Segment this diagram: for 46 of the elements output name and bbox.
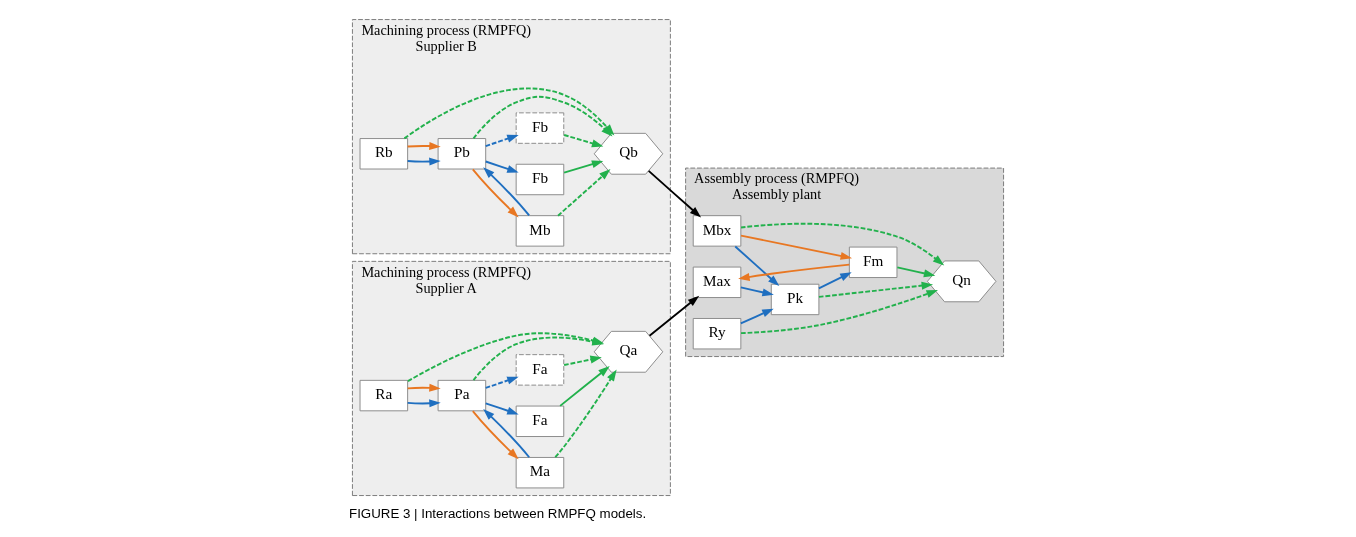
arrow [648,295,700,337]
arrow [406,399,441,408]
node-box: Mb [515,215,565,247]
node-box: Ra [359,379,409,412]
arrow [483,409,531,459]
node-box: Fb [515,112,565,144]
arrow [818,281,934,298]
arrow [554,369,617,459]
arrow [471,168,519,218]
arrow [471,410,519,460]
arrow [896,266,936,278]
arrow [406,142,441,150]
node-box: Fb [515,163,565,196]
node-box: Pk [770,283,820,316]
node-box: Mbx [692,215,742,247]
node-box: Ry [692,318,742,350]
node-box: Fa [515,354,565,386]
arrow [563,134,604,148]
arrow [563,355,602,366]
arrow [483,167,531,217]
arrow [484,402,519,415]
node-box: Ma [515,457,565,489]
arrow [559,366,610,407]
arrow [739,308,774,325]
arrow [734,245,780,287]
arrow [740,290,938,335]
arrow [740,234,853,260]
arrow [406,383,441,392]
arrow [739,286,774,297]
arrow [563,160,604,174]
node-box: Max [692,266,742,298]
node-box: Pa [437,379,487,412]
arrow [484,160,519,173]
arrow [740,222,945,266]
node-box: Fm [848,246,898,278]
arrow [738,263,851,281]
caption: FIGURE 3 | Interactions between RMPFQ models. [349,505,647,521]
node-box: Pb [437,138,487,170]
arrow [484,376,519,389]
node-box: Rb [359,138,409,170]
arrow [484,134,519,148]
arrow [647,169,702,218]
node-box: Fa [515,405,565,437]
arrow [406,157,441,166]
arrow [557,168,611,217]
arrow [817,272,852,290]
